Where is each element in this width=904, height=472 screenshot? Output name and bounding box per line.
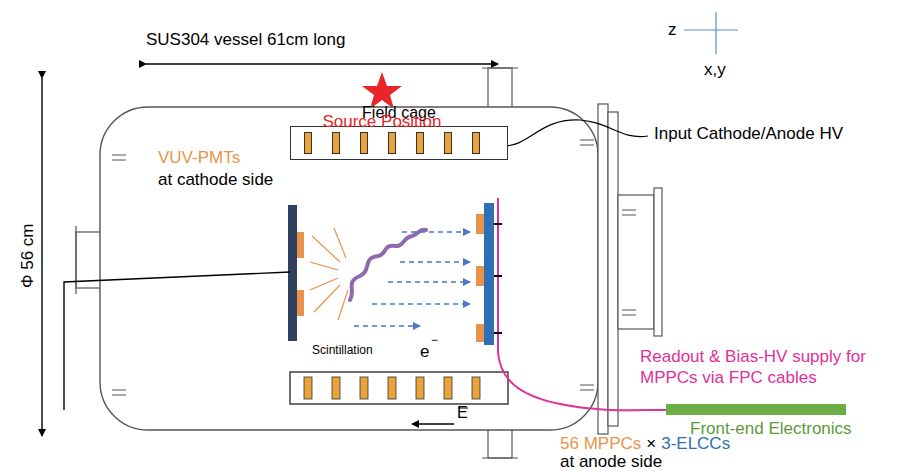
part-label: VUV-PMTs bbox=[158, 148, 240, 168]
part-label: 3-ELCCs bbox=[661, 434, 730, 454]
length-dimension bbox=[146, 63, 498, 64]
particle-label: − bbox=[431, 334, 438, 348]
hv-cable bbox=[504, 120, 648, 146]
field-ring bbox=[444, 377, 452, 399]
field-ring bbox=[444, 132, 452, 154]
field-ring bbox=[304, 377, 312, 399]
elcc-plate bbox=[484, 203, 494, 345]
pmt bbox=[297, 232, 304, 258]
axis-label: z bbox=[668, 20, 677, 40]
cathode-cable bbox=[64, 272, 290, 410]
dimension-text: Φ 56 cm bbox=[18, 224, 38, 289]
particle-track bbox=[350, 230, 426, 300]
source-star bbox=[362, 72, 402, 109]
particle-label: e bbox=[420, 342, 429, 362]
field-cage-bottom bbox=[290, 372, 508, 404]
diameter-dimension bbox=[41, 78, 42, 436]
multiply-sign: × bbox=[646, 434, 656, 454]
field-ring bbox=[388, 132, 396, 154]
dimension-text: SUS304 vessel 61cm long bbox=[146, 30, 345, 50]
part-label: at cathode side bbox=[158, 170, 273, 190]
front-end-box: Front-end Electronics bbox=[666, 404, 852, 439]
cathode-plate bbox=[288, 205, 297, 341]
mppc bbox=[476, 324, 484, 342]
field-ring bbox=[472, 132, 480, 154]
field-ring bbox=[304, 132, 312, 154]
axis-label: x,y bbox=[704, 60, 726, 80]
mppc bbox=[476, 214, 484, 234]
vessel-outline bbox=[100, 107, 598, 430]
field-ring bbox=[332, 132, 340, 154]
annotation: Scintillation bbox=[312, 344, 373, 358]
field-ring bbox=[388, 377, 396, 399]
part-label: at anode side bbox=[560, 452, 662, 472]
field-ring bbox=[416, 132, 424, 154]
part-label: Input Cathode/Anode HV bbox=[654, 124, 843, 144]
field-label: E bbox=[457, 404, 468, 422]
pmt bbox=[297, 290, 304, 316]
field-ring bbox=[360, 377, 368, 399]
source-label: Source Position bbox=[322, 112, 441, 132]
cable-label: Readout & Bias-HV supply for MPPCs via F… bbox=[640, 346, 890, 389]
mppc bbox=[476, 266, 484, 286]
field-ring bbox=[416, 377, 424, 399]
electronics-bar bbox=[666, 404, 846, 415]
part-label: 56 MPPCs bbox=[560, 434, 641, 454]
field-ring bbox=[332, 377, 340, 399]
field-cage-box bbox=[290, 126, 508, 160]
field-ring bbox=[472, 377, 480, 399]
field-ring bbox=[360, 132, 368, 154]
